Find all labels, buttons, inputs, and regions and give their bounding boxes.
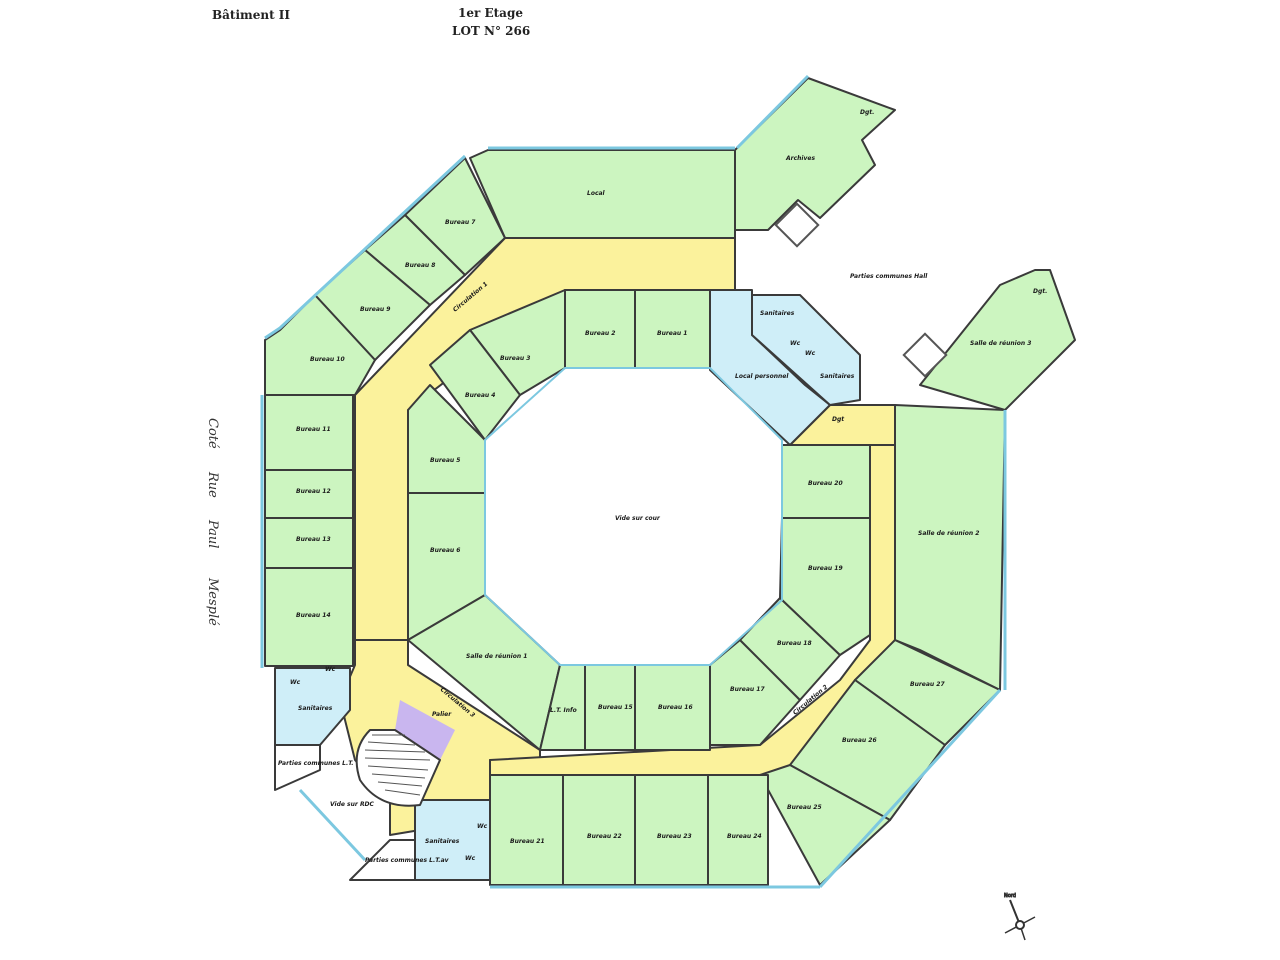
label-bureau-21: Bureau 21 — [510, 838, 545, 845]
label-bureau-12: Bureau 12 — [296, 488, 331, 495]
room-bureau-2 — [564, 289, 636, 369]
room-bureau-4 — [429, 329, 521, 441]
label-bureau-9: Bureau 9 — [360, 306, 390, 313]
label-parties-communes-hall: Parties communes Hall — [850, 273, 928, 280]
room-bureau-24 — [707, 774, 769, 886]
room-bureau-11 — [264, 394, 354, 471]
room-bureau-22 — [562, 774, 636, 886]
label-bureau-5: Bureau 5 — [430, 457, 460, 464]
label-bureau-8: Bureau 8 — [405, 262, 435, 269]
room-bureau-13 — [264, 517, 354, 569]
label-parties-communes-lt: Parties communes L.T. — [278, 760, 354, 767]
label-bureau-2: Bureau 2 — [585, 330, 615, 337]
label-sanitaires-top-1: Sanitaires — [760, 310, 795, 317]
label-archives: Archives — [785, 155, 815, 162]
label-salle-reunion-3: Salle de réunion 3 — [970, 340, 1031, 347]
label-bureau-4: Bureau 4 — [465, 392, 495, 399]
label-vide-sur-rdc: Vide sur RDC — [330, 801, 375, 808]
label-dgt-top: Dgt. — [860, 109, 874, 116]
label-palier: Palier — [432, 711, 452, 718]
label-lt-info: L.T. Info — [550, 707, 577, 714]
label-wc-left-2: Wc — [325, 666, 336, 673]
room-archives — [734, 77, 896, 231]
compass-north-label: Nord — [1004, 893, 1016, 899]
room-bureau-17 — [709, 639, 801, 746]
label-local-personnel: Local personnel — [735, 373, 789, 380]
label-salle-reunion-2: Salle de réunion 2 — [918, 530, 979, 537]
label-bureau-10: Bureau 10 — [310, 356, 345, 363]
label-bureau-20: Bureau 20 — [808, 480, 843, 487]
label-local: Local — [587, 190, 606, 197]
lot-number: LOT N° 266 — [452, 24, 531, 38]
floor-title: 1er Etage — [458, 6, 523, 20]
label-bureau-14: Bureau 14 — [296, 612, 331, 619]
label-bureau-6: Bureau 6 — [430, 547, 460, 554]
glazing — [260, 74, 1007, 889]
label-wc-top-1: Wc — [790, 340, 801, 347]
label-wc-left-1: Wc — [290, 679, 301, 686]
label-bureau-3: Bureau 3 — [500, 355, 530, 362]
room-parties-communes-lt — [274, 744, 321, 791]
stair-landing — [395, 700, 455, 760]
room-bureau-15 — [584, 664, 636, 751]
void-archives — [774, 202, 820, 248]
label-sanitaires-bottom: Sanitaires — [425, 838, 460, 845]
label-bureau-18: Bureau 18 — [777, 640, 812, 647]
label-bureau-26: Bureau 26 — [842, 737, 877, 744]
stair-treads — [364, 734, 431, 796]
room-bureau-20 — [781, 444, 871, 519]
room-bureau-1 — [634, 289, 711, 369]
label-bureau-22: Bureau 22 — [587, 833, 622, 840]
label-wc-top-2: Wc — [805, 350, 816, 357]
label-dgt-right: Dgt. — [1033, 288, 1047, 295]
room-bureau-21 — [489, 774, 564, 886]
label-bureau-1: Bureau 1 — [657, 330, 687, 337]
label-wc-bottom-1: Wc — [465, 855, 476, 862]
label-bureau-16: Bureau 16 — [658, 704, 693, 711]
label-vide-sur-cour: Vide sur cour — [615, 515, 661, 522]
label-dgt-mid: Dgt — [832, 416, 845, 423]
room-sanitaires-top — [751, 294, 861, 406]
label-bureau-27: Bureau 27 — [910, 681, 945, 688]
room-bureau-16 — [634, 664, 711, 751]
label-bureau-23: Bureau 23 — [657, 833, 692, 840]
label-bureau-24: Bureau 24 — [727, 833, 762, 840]
room-bureau-19 — [779, 517, 871, 656]
label-bureau-17: Bureau 17 — [730, 686, 765, 693]
building-title: Bâtiment II — [212, 8, 291, 22]
label-sanitaires-top-2: Sanitaires — [820, 373, 855, 380]
room-bureau-23 — [634, 774, 709, 886]
label-wc-bottom-2: Wc — [477, 823, 488, 830]
label-bureau-25: Bureau 25 — [787, 804, 822, 811]
label-parties-communes-ltav: Parties communes L.T.av — [365, 857, 450, 864]
label-bureau-15: Bureau 15 — [598, 704, 633, 711]
void-salle3 — [902, 332, 948, 378]
label-bureau-19: Bureau 19 — [808, 565, 843, 572]
label-bureau-7: Bureau 7 — [445, 219, 476, 226]
room-sanitaires-left — [274, 667, 351, 746]
label-sanitaires-left: Sanitaires — [298, 705, 333, 712]
label-bureau-11: Bureau 11 — [296, 426, 331, 433]
room-parties-communes-ltav — [349, 839, 416, 881]
compass-icon: Nord — [1004, 893, 1036, 941]
label-bureau-13: Bureau 13 — [296, 536, 331, 543]
room-bureau-14 — [264, 567, 354, 667]
label-salle-reunion-1: Salle de réunion 1 — [466, 653, 527, 660]
